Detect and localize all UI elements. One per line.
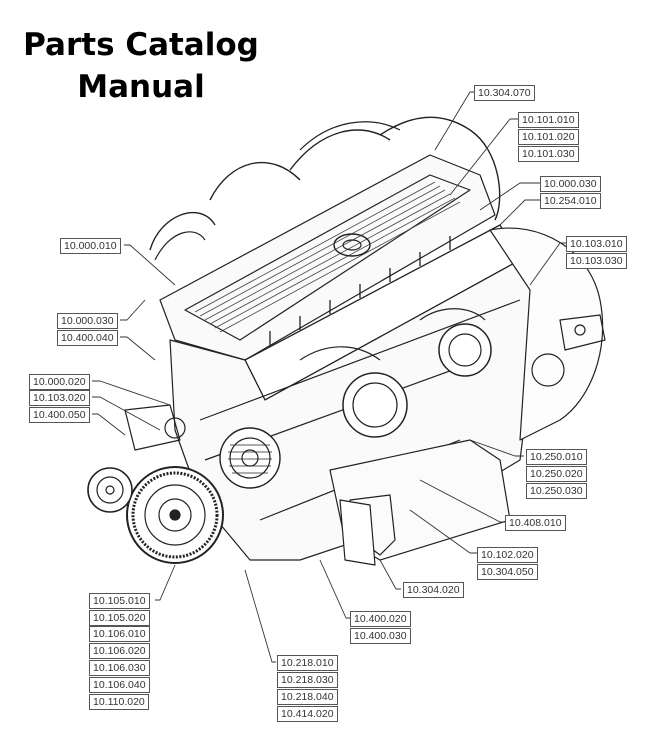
part-label[interactable]: 10.414.020 xyxy=(277,706,338,722)
leader-lines xyxy=(92,91,566,663)
title-line-1: Parts Catalog xyxy=(23,27,259,63)
part-label[interactable]: 10.106.010 xyxy=(89,626,150,642)
part-label[interactable]: 10.103.010 xyxy=(566,236,627,252)
part-label[interactable]: 10.106.040 xyxy=(89,677,150,693)
part-label[interactable]: 10.101.010 xyxy=(518,112,579,128)
part-label[interactable]: 10.000.010 xyxy=(60,238,121,254)
part-label[interactable]: 10.101.030 xyxy=(518,146,579,162)
part-label[interactable]: 10.110.020 xyxy=(89,694,149,710)
part-label[interactable]: 10.105.020 xyxy=(89,610,150,626)
part-label[interactable]: 10.218.010 xyxy=(277,655,338,671)
title-line-2: Manual xyxy=(77,69,205,105)
part-label[interactable]: 10.218.030 xyxy=(277,672,338,688)
part-label[interactable]: 10.103.030 xyxy=(566,253,627,269)
part-label[interactable]: 10.304.070 xyxy=(474,85,535,101)
document-title: Parts Catalog Manual xyxy=(0,24,282,108)
part-label[interactable]: 10.106.030 xyxy=(89,660,150,676)
part-label[interactable]: 10.105.010 xyxy=(89,593,150,609)
part-label[interactable]: 10.106.020 xyxy=(89,643,150,659)
part-label[interactable]: 10.400.040 xyxy=(57,330,118,346)
part-label[interactable]: 10.400.050 xyxy=(29,407,90,423)
part-label[interactable]: 10.400.030 xyxy=(350,628,411,644)
part-label[interactable]: 10.000.030 xyxy=(57,313,118,329)
part-label[interactable]: 10.250.030 xyxy=(526,483,587,499)
part-label[interactable]: 10.103.020 xyxy=(29,390,90,406)
part-label[interactable]: 10.102.020 xyxy=(477,547,538,563)
part-label[interactable]: 10.101.020 xyxy=(518,129,579,145)
part-label[interactable]: 10.254.010 xyxy=(540,193,601,209)
part-label[interactable]: 10.218.040 xyxy=(277,689,338,705)
part-label[interactable]: 10.304.020 xyxy=(403,582,464,598)
part-label[interactable]: 10.408.010 xyxy=(505,515,566,531)
part-label[interactable]: 10.250.020 xyxy=(526,466,587,482)
engine-block-outline xyxy=(87,116,606,566)
part-label[interactable]: 10.304.050 xyxy=(477,564,538,580)
part-label[interactable]: 10.400.020 xyxy=(350,611,411,627)
part-label[interactable]: 10.250.010 xyxy=(526,449,587,465)
part-label[interactable]: 10.000.030 xyxy=(540,176,601,192)
part-label[interactable]: 10.000.020 xyxy=(29,374,90,390)
